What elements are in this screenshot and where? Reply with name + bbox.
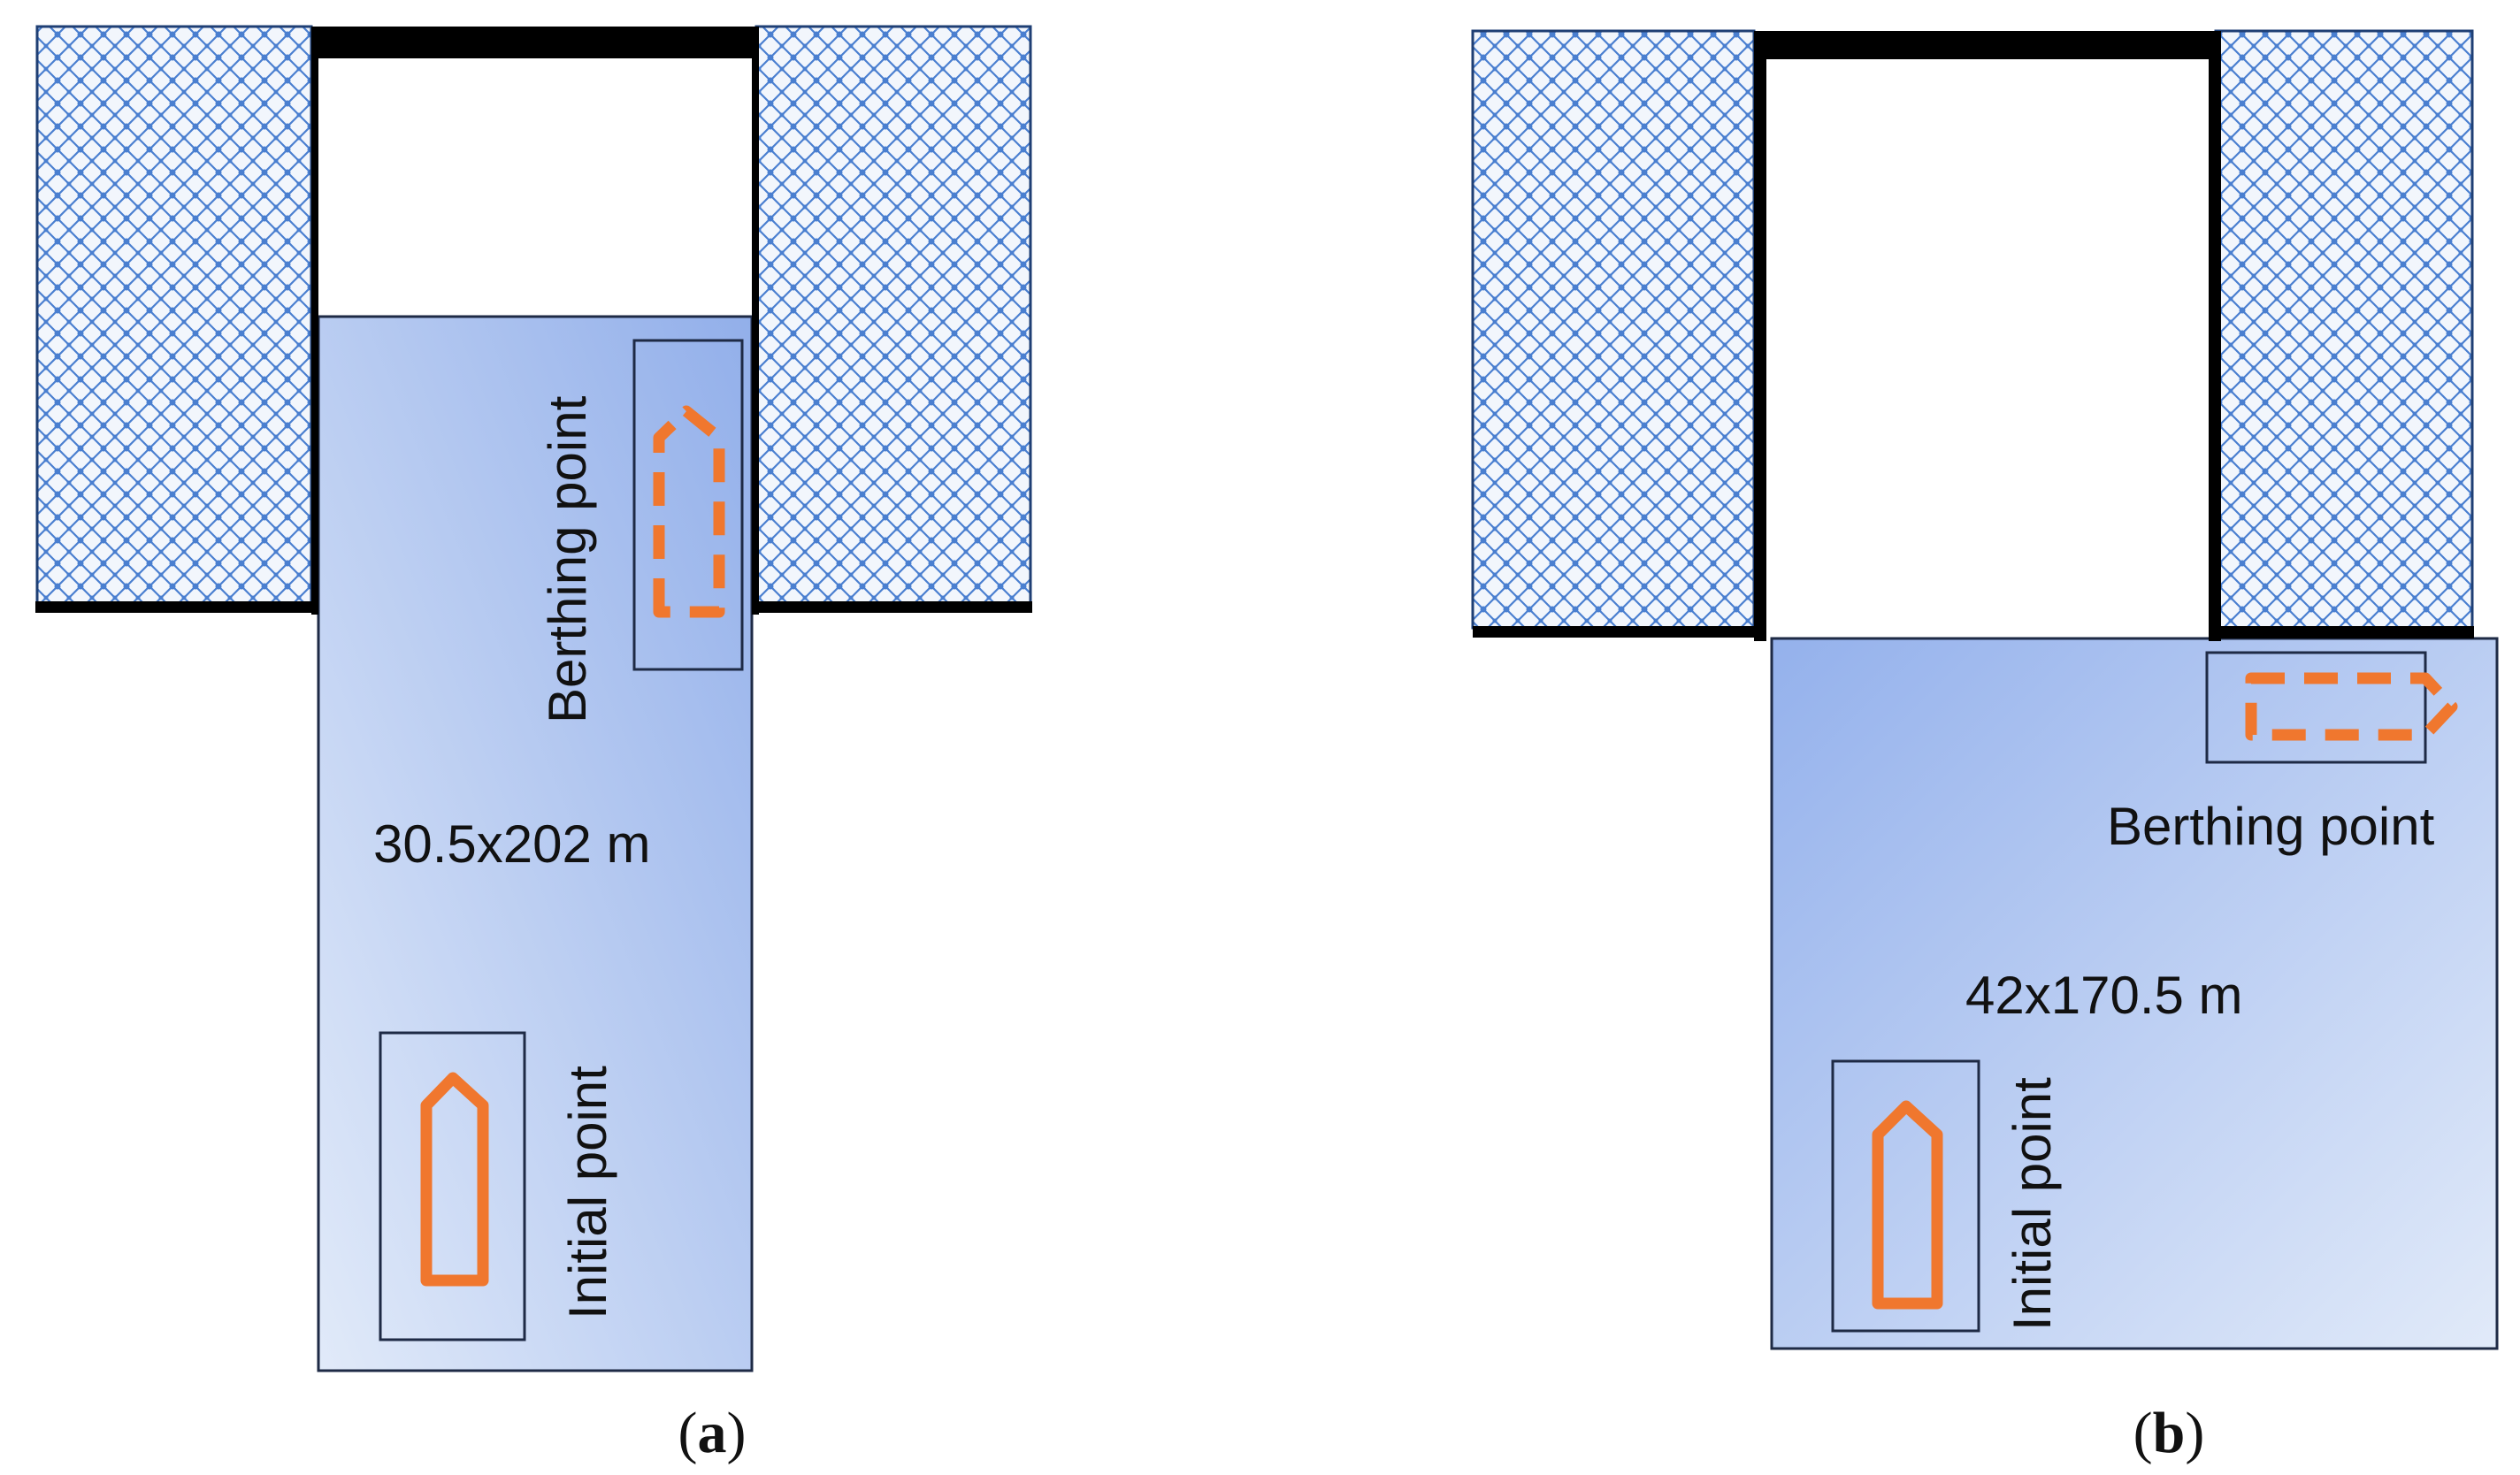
dock-wall-left-a xyxy=(311,27,318,615)
dimension-label-a: 30.5x202 m xyxy=(373,814,651,874)
quay-edge-right-b xyxy=(2209,626,2474,638)
berthing-ship-icon-b xyxy=(2245,672,2458,741)
dock-wall-right-b xyxy=(2209,31,2221,641)
dimension-label-b: 42x170.5 m xyxy=(1965,966,2243,1025)
caption-a: (a) xyxy=(678,1401,747,1465)
dock-wall-left-b xyxy=(1754,31,1766,641)
dock-wall-top-b xyxy=(1754,31,2216,59)
quay-block-left-b xyxy=(1471,29,1756,630)
quay-edge-left-b xyxy=(1473,626,1766,638)
berthing-ship-icon-a xyxy=(653,405,725,618)
initial-ship-icon-b xyxy=(1872,1100,1943,1310)
water-basin-a xyxy=(317,315,754,1372)
berthing-label-a: Berthing point xyxy=(538,395,597,723)
quay-block-right-a xyxy=(754,25,1032,608)
quay-edge-right-a xyxy=(752,601,1032,613)
berthing-box-a xyxy=(632,339,744,671)
initial-box-b xyxy=(1831,1059,1980,1333)
initial-label-b: Initial point xyxy=(2003,1077,2062,1331)
berthing-box-b xyxy=(2205,651,2427,764)
quay-block-right-b xyxy=(2214,29,2474,630)
quay-block-left-a xyxy=(35,25,313,608)
initial-box-a xyxy=(379,1031,526,1341)
quay-edge-left-a xyxy=(35,601,318,613)
caption-b: (b) xyxy=(2133,1401,2205,1465)
water-basin-b xyxy=(1770,637,2499,1350)
initial-label-a: Initial point xyxy=(558,1066,617,1319)
dock-wall-top-a xyxy=(311,27,756,58)
panel-b: Berthing point 42x170.5 m Initial point … xyxy=(1471,29,2499,1465)
dock-wall-right-a xyxy=(752,27,759,615)
panel-a: 30.5x202 m Berthing point Initial point … xyxy=(35,25,1032,1465)
berthing-label-b: Berthing point xyxy=(2107,797,2435,856)
initial-ship-icon-a xyxy=(420,1072,489,1287)
